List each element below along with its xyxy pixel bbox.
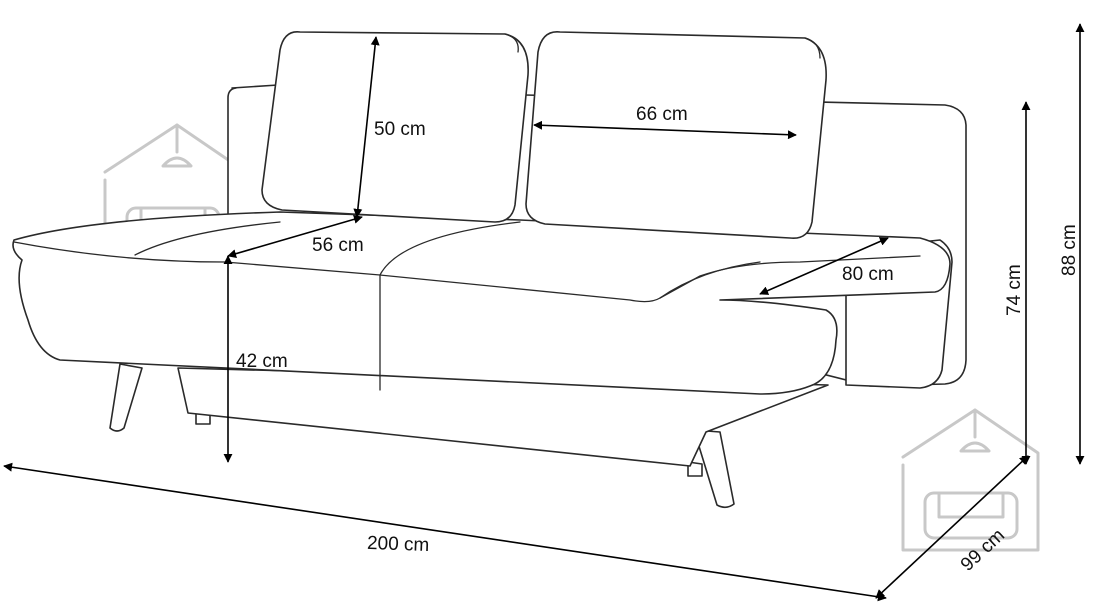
- dimension-line-total-depth: [875, 455, 1029, 599]
- sofa-drawing: [12, 31, 967, 509]
- label-armrest-depth: 80 cm: [842, 264, 894, 285]
- house-sofa-watermark-icon: [901, 408, 1040, 552]
- label-backrest-height: 74 cm: [1004, 264, 1025, 316]
- label-total-height: 88 cm: [1059, 224, 1080, 276]
- label-total-width: 200 cm: [367, 533, 430, 556]
- dimension-line-total-width: [3, 462, 887, 602]
- dimension-line-seat-depth: [227, 214, 363, 259]
- dimension-lines: [3, 23, 1085, 602]
- sofa-back-cushion-left: [261, 31, 529, 223]
- dimension-line-cushion-width: [533, 120, 797, 140]
- label-cushion-height: 50 cm: [374, 119, 426, 140]
- sofa-leg-left: [109, 363, 143, 432]
- dimension-line-cushion-height: [353, 36, 380, 218]
- label-seat-height: 42 cm: [236, 351, 288, 372]
- dimension-line-armrest-depth: [759, 237, 889, 295]
- label-seat-depth: 56 cm: [312, 235, 364, 256]
- label-cushion-width: 66 cm: [636, 104, 688, 125]
